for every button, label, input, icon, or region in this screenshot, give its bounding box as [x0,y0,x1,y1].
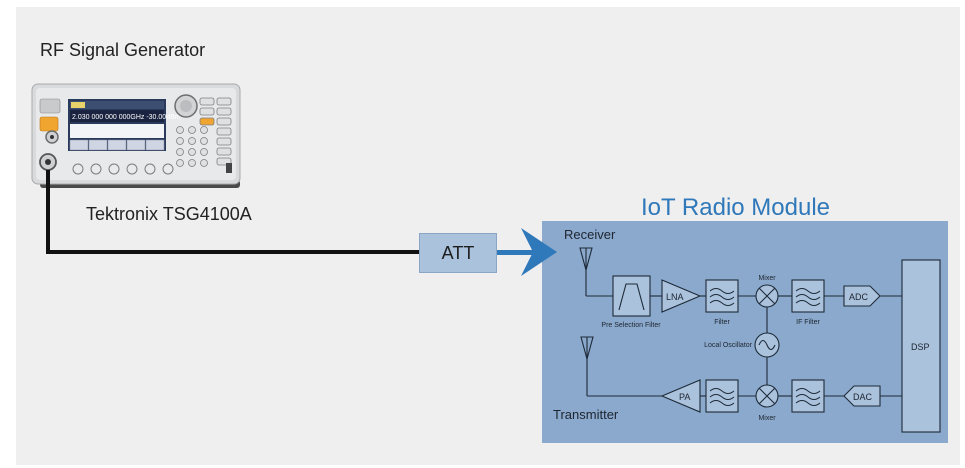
attenuator-block: ATT [419,233,497,273]
local-oscillator [754,332,780,358]
display-readout: 2.030 000 000 000GHz -30.00dBm [72,114,181,121]
preselection-label: Pre Selection Filter [601,322,661,329]
lna-label: LNA [666,292,684,302]
transmitter-label: Transmitter [553,407,619,422]
if-filter-block [791,279,825,313]
adc-label: ADC [849,292,869,302]
tx-mixer [755,384,779,408]
if-filter-label: IF Filter [796,319,820,326]
generator-connectors [39,98,61,171]
tx-if-filter-block [791,379,825,413]
filter-label: Filter [714,319,730,326]
mixer-bottom-label: Mixer [758,415,776,422]
dac-label: DAC [853,392,873,402]
local-oscillator-label: Local Oscillator [704,342,753,349]
tx-filter-block [705,379,739,413]
lna-amplifier: LNA [661,279,702,313]
pa-amplifier: PA [660,379,701,413]
signal-generator-instrument: 2.030 000 000 000GHz -30.00dBm [31,83,241,188]
preselection-filter-block [612,275,651,317]
generator-softkeys [72,163,174,175]
receiver-label: Receiver [564,227,616,242]
generator-display: 2.030 000 000 000GHz -30.00dBm [68,99,181,151]
mixer-top-label: Mixer [758,275,776,282]
rx-mixer [755,284,779,308]
rx-filter-block [705,279,739,313]
generator-keypad [176,97,232,167]
dac-block: DAC [843,385,881,407]
generator-title: RF Signal Generator [40,40,206,60]
adc-block: ADC [843,285,881,307]
pa-label: PA [679,392,690,402]
module-title: IoT Radio Module [641,194,830,221]
att-output-line [497,250,535,255]
input-arrow [521,228,557,276]
rf-cable [46,170,419,254]
module-wiring [579,247,902,397]
dsp-label: DSP [911,342,930,352]
generator-model-label: Tektronix TSG4100A [86,204,252,224]
dsp-block: DSP [901,259,941,433]
